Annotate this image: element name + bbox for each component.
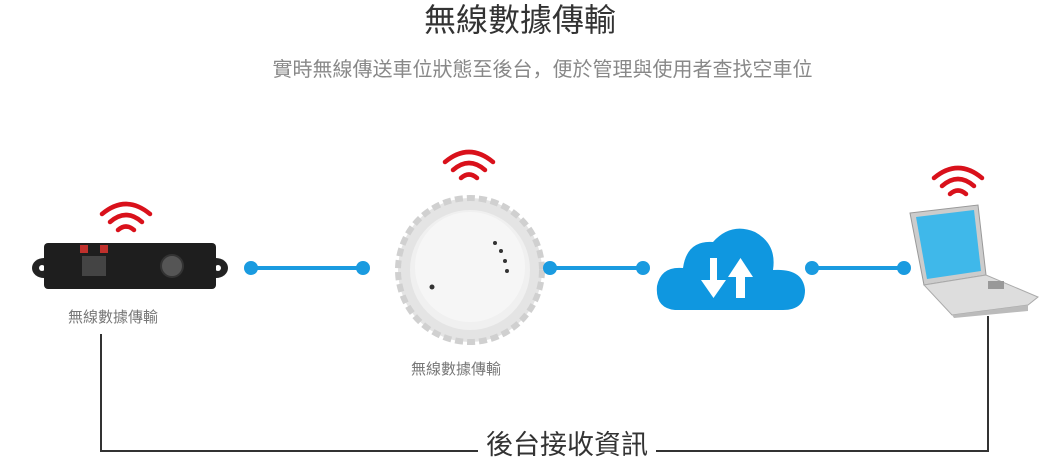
cloud-upload-download-icon — [656, 228, 805, 310]
connection-dot — [636, 261, 650, 275]
parking-sensor-device — [32, 243, 228, 289]
page-title: 無線數據傳輸 — [423, 1, 616, 39]
wifi-icon — [931, 165, 985, 197]
laptop-icon — [909, 204, 1039, 318]
connection-dot — [244, 261, 258, 275]
gateway-device — [395, 195, 545, 345]
connection-dot — [897, 261, 911, 275]
connection-dot — [543, 261, 557, 275]
connection-line — [812, 266, 904, 270]
wifi-icon — [99, 201, 153, 233]
connection-dot — [805, 261, 819, 275]
wifi-icon — [442, 149, 496, 181]
node-label: 無線數據傳輸 — [411, 360, 502, 378]
backend-receive-label: 後台接收資訊 — [478, 428, 656, 464]
connection-dot — [356, 261, 370, 275]
connection-line — [251, 266, 363, 270]
connection-line — [550, 266, 643, 270]
node-label: 無線數據傳輸 — [68, 308, 159, 326]
page-subtitle: 實時無線傳送車位狀態至後台，便於管理與使用者查找空車位 — [272, 57, 813, 81]
